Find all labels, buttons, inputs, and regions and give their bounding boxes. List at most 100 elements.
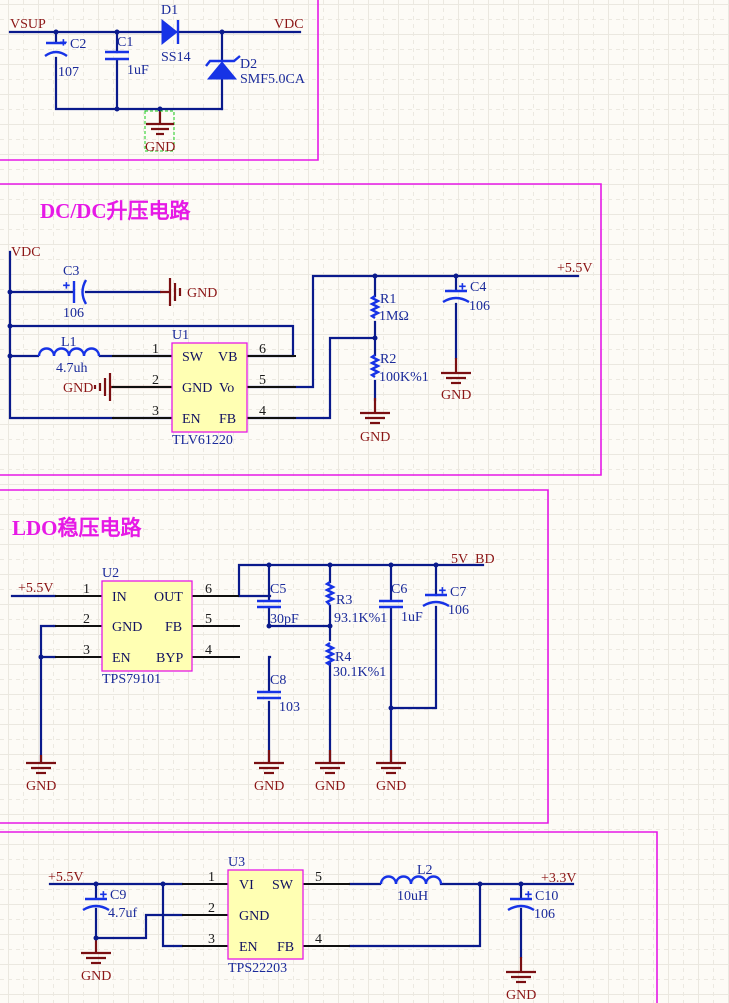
- net-label-5v-bd: 5V_BD: [451, 552, 495, 567]
- net-label-5v5: +5.5V: [557, 261, 593, 276]
- gnd-symbol[interactable]: GND: [168, 278, 217, 306]
- gnd-symbol[interactable]: GND: [506, 970, 536, 1003]
- tvs-diode-d2[interactable]: D2 SMF5.0CA: [205, 55, 306, 87]
- pin-name: IN: [112, 590, 127, 605]
- ref-l1: L1: [61, 335, 77, 350]
- resistor-r2[interactable]: R2 100K%1: [369, 352, 429, 385]
- ref-r3: R3: [336, 593, 352, 608]
- diode-d1[interactable]: D1 SS14: [161, 3, 191, 65]
- junction: [453, 273, 459, 279]
- capacitor-c8[interactable]: C8 103: [257, 673, 300, 715]
- pin-number: 3: [208, 932, 215, 947]
- pin-number: 5: [315, 870, 322, 885]
- pin-number: 3: [83, 643, 90, 658]
- gnd-symbol[interactable]: GND: [315, 761, 345, 794]
- resistor-r4[interactable]: R4 30.1K%1: [324, 642, 386, 680]
- frame-input-protection: [0, 0, 319, 161]
- value-c4: 106: [469, 299, 490, 314]
- value-r2: 100K%1: [379, 370, 429, 385]
- gnd-symbol[interactable]: GND: [254, 761, 284, 794]
- gnd-label: GND: [315, 779, 345, 794]
- net-label-vsup: VSUP: [10, 17, 46, 32]
- gnd-symbol[interactable]: GND: [144, 110, 175, 155]
- junction: [327, 623, 333, 629]
- gnd-symbol[interactable]: GND: [26, 761, 56, 794]
- junction: [114, 106, 120, 112]
- ref-c4: C4: [470, 280, 486, 295]
- junction: [433, 562, 439, 568]
- gnd-symbol[interactable]: GND: [63, 373, 112, 401]
- part-u1: TLV61220: [172, 433, 233, 448]
- polarity-plus-icon: +: [60, 35, 67, 49]
- gnd-symbol[interactable]: GND: [376, 761, 406, 794]
- ref-d1: D1: [161, 3, 178, 18]
- value-c9: 4.7uf: [108, 906, 138, 921]
- junction: [266, 562, 272, 568]
- value-c10: 106: [534, 907, 555, 922]
- gnd-symbol[interactable]: GND: [441, 371, 471, 403]
- value-c5: 30pF: [270, 612, 299, 627]
- junction: [266, 623, 272, 629]
- pin-number: 4: [315, 932, 322, 947]
- capacitor-c3[interactable]: + C3 106: [63, 264, 88, 321]
- chip-u2[interactable]: U2 TPS79101 1 2 3 6 5 4 IN GND EN OUT FB…: [55, 566, 240, 687]
- chip-u1[interactable]: U1 TLV61220 1 2 3 6 5 4 SW GND EN VB Vo …: [112, 328, 296, 448]
- capacitor-c4[interactable]: + C4 106: [442, 279, 490, 314]
- ref-r2: R2: [380, 352, 396, 367]
- capacitor-c1[interactable]: C1 1uF: [105, 35, 149, 78]
- junction: [7, 323, 13, 329]
- gnd-symbol[interactable]: GND: [81, 951, 111, 984]
- frame-buck-3v3: [0, 831, 658, 1003]
- value-r3: 93.1K%1: [334, 611, 387, 626]
- pin-number: 3: [152, 404, 159, 419]
- value-c7: 106: [448, 603, 469, 618]
- gnd-label: GND: [441, 388, 471, 403]
- section-dcdc-boost: DC/DC升压电路 VDC + C3 106 GND: [7, 199, 593, 448]
- value-c6: 1uF: [401, 610, 423, 625]
- gnd-label: GND: [145, 140, 175, 155]
- junction: [372, 335, 378, 341]
- capacitor-c2[interactable]: + C2 107: [44, 35, 86, 80]
- junction: [7, 289, 13, 295]
- capacitor-c7[interactable]: + C7 106: [422, 583, 469, 618]
- value-l2: 10uH: [397, 889, 428, 904]
- frame-dcdc-boost: [0, 183, 602, 476]
- capacitor-c5[interactable]: C5 30pF: [257, 582, 299, 627]
- junction: [518, 881, 524, 887]
- pin-name: FB: [165, 620, 182, 635]
- capacitor-c10[interactable]: + C10 106: [507, 887, 558, 922]
- ref-u3: U3: [228, 855, 245, 870]
- ref-c3: C3: [63, 264, 79, 279]
- value-c3: 106: [63, 306, 84, 321]
- ref-c10: C10: [535, 889, 558, 904]
- pin-name: EN: [182, 412, 201, 427]
- ref-c9: C9: [110, 888, 126, 903]
- gnd-label: GND: [26, 779, 56, 794]
- section-title-dcdc: DC/DC升压电路: [40, 199, 191, 223]
- gnd-label: GND: [63, 381, 93, 396]
- chip-u3[interactable]: U3 TPS22203 1 2 3 5 4 VI GND EN SW FB: [182, 855, 350, 976]
- ref-c1: C1: [117, 35, 133, 50]
- gnd-label: GND: [81, 969, 111, 984]
- ref-d2: D2: [240, 57, 257, 72]
- gnd-symbol[interactable]: GND: [360, 411, 390, 445]
- junction: [388, 705, 394, 711]
- pin-number: 2: [208, 901, 215, 916]
- value-c8: 103: [279, 700, 300, 715]
- pin-name: VB: [218, 350, 237, 365]
- junction: [477, 881, 483, 887]
- pin-name: FB: [219, 412, 236, 427]
- gnd-label: GND: [506, 988, 536, 1003]
- frame-ldo: [0, 489, 549, 824]
- resistor-r3[interactable]: R3 93.1K%1: [324, 581, 387, 626]
- pin-name: OUT: [154, 590, 183, 605]
- resistor-r1[interactable]: R1 1MΩ: [369, 292, 409, 324]
- pin-name: SW: [272, 878, 294, 893]
- capacitor-c6[interactable]: C6 1uF: [379, 582, 423, 625]
- capacitor-c9[interactable]: + C9 4.7uf: [82, 887, 138, 921]
- pin-number: 6: [259, 342, 266, 357]
- inductor-l2[interactable]: L2 10uH: [379, 863, 443, 904]
- inductor-l1[interactable]: L1 4.7uh: [37, 335, 101, 376]
- section-buck-3v3: +5.5V +3.3V + C9 4.7uf GND: [48, 855, 577, 1003]
